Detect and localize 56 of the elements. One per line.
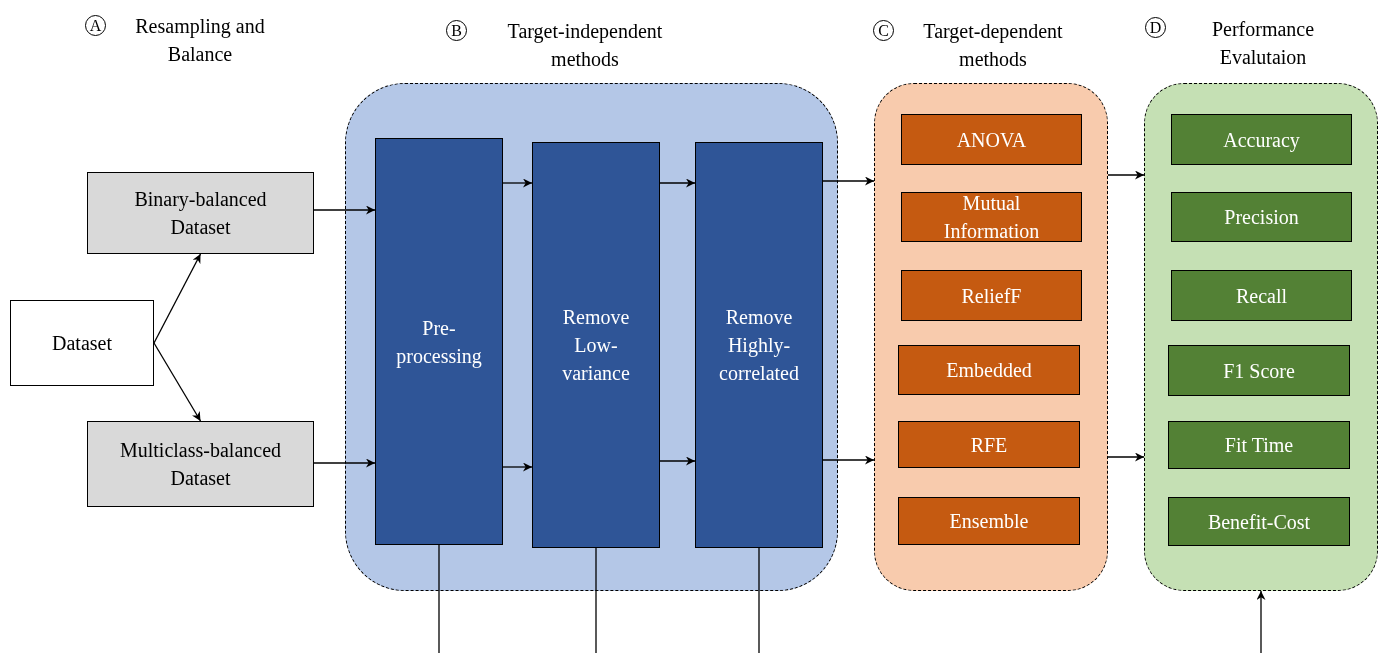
connector-line (595, 547, 597, 653)
arrow (659, 178, 696, 188)
metric-box (1168, 421, 1350, 469)
box-label: Pre-processing (395, 315, 483, 370)
method-box (898, 345, 1080, 395)
metric-box (1171, 192, 1352, 242)
arrow (502, 462, 533, 472)
method-box (901, 192, 1082, 242)
method-box (898, 497, 1080, 545)
metric-box (1168, 345, 1350, 396)
method-box (375, 138, 503, 545)
process-box (10, 300, 154, 386)
box-label: Mutual Information (942, 191, 1041, 244)
box-label: RFE (969, 432, 1009, 458)
box-label: F1 Score (1222, 358, 1296, 384)
box-label: Remove Low-variance (561, 305, 631, 386)
box-label: Recall (1234, 283, 1289, 309)
arrow (1256, 590, 1266, 653)
arrow (153, 342, 202, 422)
connector-line (438, 544, 440, 653)
group-heading: Target-dependent methods (922, 19, 1064, 72)
method-box (695, 142, 823, 548)
arrow (1107, 452, 1145, 462)
box-label: Ensemble (948, 509, 1030, 534)
method-box (532, 142, 660, 548)
group-heading: Resampling and Balance (135, 14, 265, 67)
box-label: ANOVA (955, 127, 1028, 153)
metric-box (1171, 114, 1352, 165)
box-label: Dataset (51, 331, 113, 356)
box-label: ReliefF (960, 283, 1023, 309)
group-heading: Target-independent methods (506, 19, 664, 72)
arrow (659, 456, 696, 466)
box-label: Binary-balanced Dataset (133, 187, 268, 240)
box-label: Precision (1223, 205, 1300, 230)
dataset-box (87, 421, 314, 507)
arrow (313, 205, 376, 215)
arrow (313, 458, 376, 468)
arrow (1107, 170, 1145, 180)
arrow (502, 178, 533, 188)
method-box (898, 421, 1080, 468)
box-label: Benefit-Cost (1206, 509, 1312, 535)
arrow (822, 176, 875, 186)
arrow (153, 253, 202, 344)
box-label: Accuracy (1222, 127, 1301, 154)
box-label: Remove Highly-correlated (718, 305, 800, 386)
arrow (822, 455, 875, 465)
box-label: Embedded (945, 358, 1033, 383)
method-box (901, 114, 1082, 165)
metric-box (1168, 497, 1350, 546)
group-heading: Performance Evalutaion (1210, 17, 1316, 70)
box-label: Multiclass-balanced Dataset (118, 438, 283, 491)
method-box (901, 270, 1082, 321)
dataset-box (87, 172, 314, 254)
metric-box (1171, 270, 1352, 321)
box-label: Fit Time (1223, 433, 1295, 458)
connector-line (758, 547, 760, 653)
